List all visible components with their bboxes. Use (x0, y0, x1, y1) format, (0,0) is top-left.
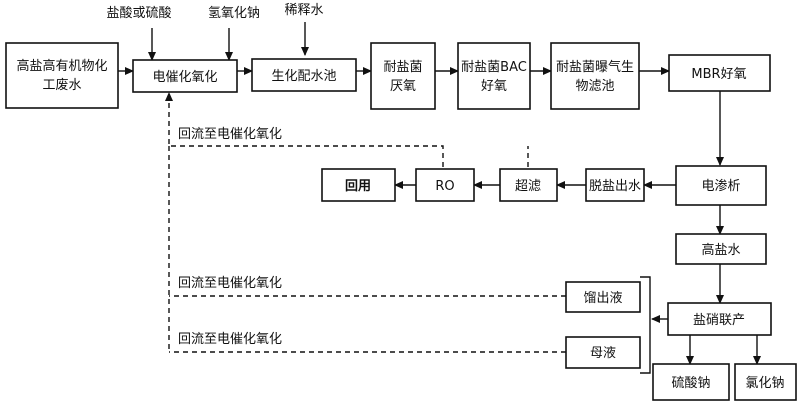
input-dilution-label: 稀释水 (284, 3, 323, 18)
svg-text:盐硝联产: 盐硝联产 (693, 313, 745, 328)
svg-text:馏出液: 馏出液 (583, 291, 622, 306)
recycle-edges (165, 92, 566, 353)
node-sodium-chloride: 氯化钠 (734, 363, 797, 401)
input-naoh-label: 氢氧化钠 (208, 6, 260, 21)
node-mbr-aerobic: MBR好氧 (668, 54, 771, 92)
svg-text:MBR好氧: MBR好氧 (691, 67, 746, 82)
recycle-label-3: 回流至电催化氧化 (178, 332, 282, 347)
svg-text:好氧: 好氧 (481, 79, 507, 94)
node-anaerobic: 耐盐菌 厌氧 (370, 42, 436, 110)
flow-edges (118, 22, 761, 374)
svg-text:脱盐出水: 脱盐出水 (589, 179, 641, 194)
node-bac-aerobic: 耐盐菌BAC 好氧 (457, 42, 531, 110)
svg-text:耐盐菌: 耐盐菌 (383, 60, 422, 75)
svg-text:高盐高有机物化: 高盐高有机物化 (16, 58, 107, 74)
svg-text:耐盐菌曝气生: 耐盐菌曝气生 (556, 59, 634, 75)
svg-text:回用: 回用 (345, 179, 371, 194)
node-sodium-sulfate: 硫酸钠 (652, 363, 730, 401)
svg-text:电催化氧化: 电催化氧化 (152, 70, 217, 85)
svg-text:耐盐菌BAC: 耐盐菌BAC (461, 60, 527, 75)
input-acid-label: 盐酸或硫酸 (106, 6, 171, 21)
svg-text:RO: RO (435, 179, 454, 194)
node-bio-mixing-tank: 生化配水池 (251, 58, 357, 92)
svg-text:硫酸钠: 硫酸钠 (671, 376, 710, 391)
svg-text:厌氧: 厌氧 (390, 79, 416, 94)
node-salt-nitrate-coproduction: 盐硝联产 (667, 302, 772, 336)
node-wastewater: 高盐高有机物化 工废水 (5, 42, 119, 109)
svg-text:母液: 母液 (590, 346, 616, 361)
svg-text:高盐水: 高盐水 (701, 242, 740, 258)
svg-text:电渗析: 电渗析 (701, 179, 740, 194)
node-reuse: 回用 (321, 168, 396, 202)
svg-text:超滤: 超滤 (515, 179, 541, 194)
node-ultrafiltration: 超滤 (499, 168, 558, 202)
node-distillate: 馏出液 (565, 281, 641, 313)
node-desalted-effluent: 脱盐出水 (585, 168, 645, 202)
node-mother-liquor: 母液 (565, 336, 641, 369)
svg-text:生化配水池: 生化配水池 (271, 69, 336, 84)
node-electrodialysis: 电渗析 (675, 165, 767, 206)
node-electrocatalytic-oxidation: 电催化氧化 (132, 59, 238, 93)
svg-text:物滤池: 物滤池 (575, 79, 614, 94)
recycle-label-1: 回流至电催化氧化 (178, 127, 282, 142)
node-reverse-osmosis: RO (415, 168, 475, 202)
node-biofilter: 耐盐菌曝气生 物滤池 (550, 42, 640, 110)
node-high-salt-water: 高盐水 (675, 233, 767, 265)
svg-text:工废水: 工废水 (42, 77, 81, 93)
svg-text:氯化钠: 氯化钠 (745, 376, 784, 391)
recycle-label-2: 回流至电催化氧化 (178, 276, 282, 291)
